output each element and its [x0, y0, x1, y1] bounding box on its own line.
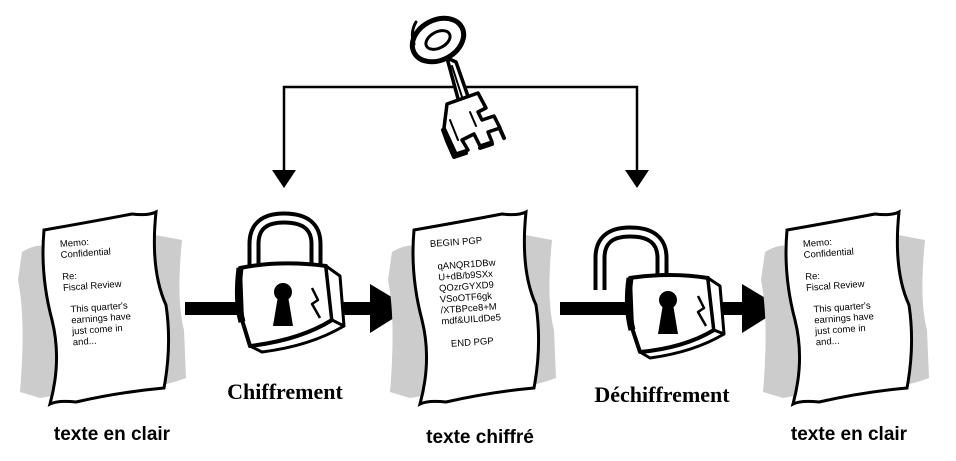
doc-line: Re: — [62, 271, 78, 283]
doc-line: This quarter's — [813, 300, 871, 315]
decrypt-step-label: Déchiffrement — [594, 382, 730, 407]
svg-text:Memo: Confidential: Memo: Confidential Re: Fiscal Review Thi… — [60, 234, 136, 348]
svg-text:BEGIN PGP qANQR1DBw: BEGIN PGP qANQR1DBw U+dB/b9SXx QOzrGYXD9… — [430, 234, 506, 350]
doc-line: Fiscal Review — [63, 279, 122, 294]
document-icon — [41, 209, 171, 407]
plaintext-document-left: Memo: Confidential Re: Fiscal Review Thi… — [18, 209, 186, 407]
doc-line: and... — [72, 336, 96, 349]
caption-ciphertext: texte chiffré — [426, 427, 534, 448]
svg-text:Memo: Confidential: Memo: Confidential Re: Fiscal Review Thi… — [803, 234, 879, 348]
caption-plaintext-left: texte en clair — [54, 424, 171, 445]
document-icon — [411, 209, 541, 407]
doc-line: mdf&UILdDe5 — [441, 312, 501, 327]
doc-line: earnings have — [814, 311, 874, 326]
doc-line: earnings have — [71, 311, 131, 326]
doc-line: Confidential — [60, 246, 111, 260]
doc-line: VSoOTF6gk — [439, 291, 492, 306]
doc-line: BEGIN PGP — [430, 235, 483, 250]
doc-line: This quarter's — [70, 300, 128, 315]
doc-line: Memo: — [60, 237, 90, 250]
document-icon — [784, 209, 914, 407]
doc-line: qANQR1DBw — [437, 257, 496, 272]
lock-open-icon — [593, 225, 726, 360]
doc-line: just come in — [814, 323, 866, 338]
doc-line: Fiscal Review — [806, 279, 865, 294]
doc-line: QOzrGYXD9 — [439, 280, 495, 295]
encrypt-step-label: Chiffrement — [227, 379, 343, 404]
plaintext-document-right: Memo: Confidential Re: Fiscal Review Thi… — [761, 209, 929, 407]
doc-line: END PGP — [451, 336, 494, 350]
caption-plaintext-right: texte en clair — [791, 424, 908, 445]
doc-line: Re: — [805, 271, 821, 283]
lock-closed-icon — [234, 211, 346, 354]
doc-line: Memo: — [803, 237, 833, 250]
doc-line: U+dB/b9SXx — [438, 269, 494, 284]
arrowhead-to-encrypt — [272, 170, 296, 188]
doc-line: Confidential — [803, 246, 854, 260]
doc-line: /XTBPce8+M — [440, 302, 497, 317]
doc-line: just come in — [71, 323, 123, 338]
doc-line: and... — [815, 336, 839, 349]
arrowhead-to-decrypt — [625, 170, 649, 188]
ciphertext-document: BEGIN PGP qANQR1DBw U+dB/b9SXx QOzrGYXD9… — [388, 209, 556, 407]
key-icon — [409, 15, 506, 159]
